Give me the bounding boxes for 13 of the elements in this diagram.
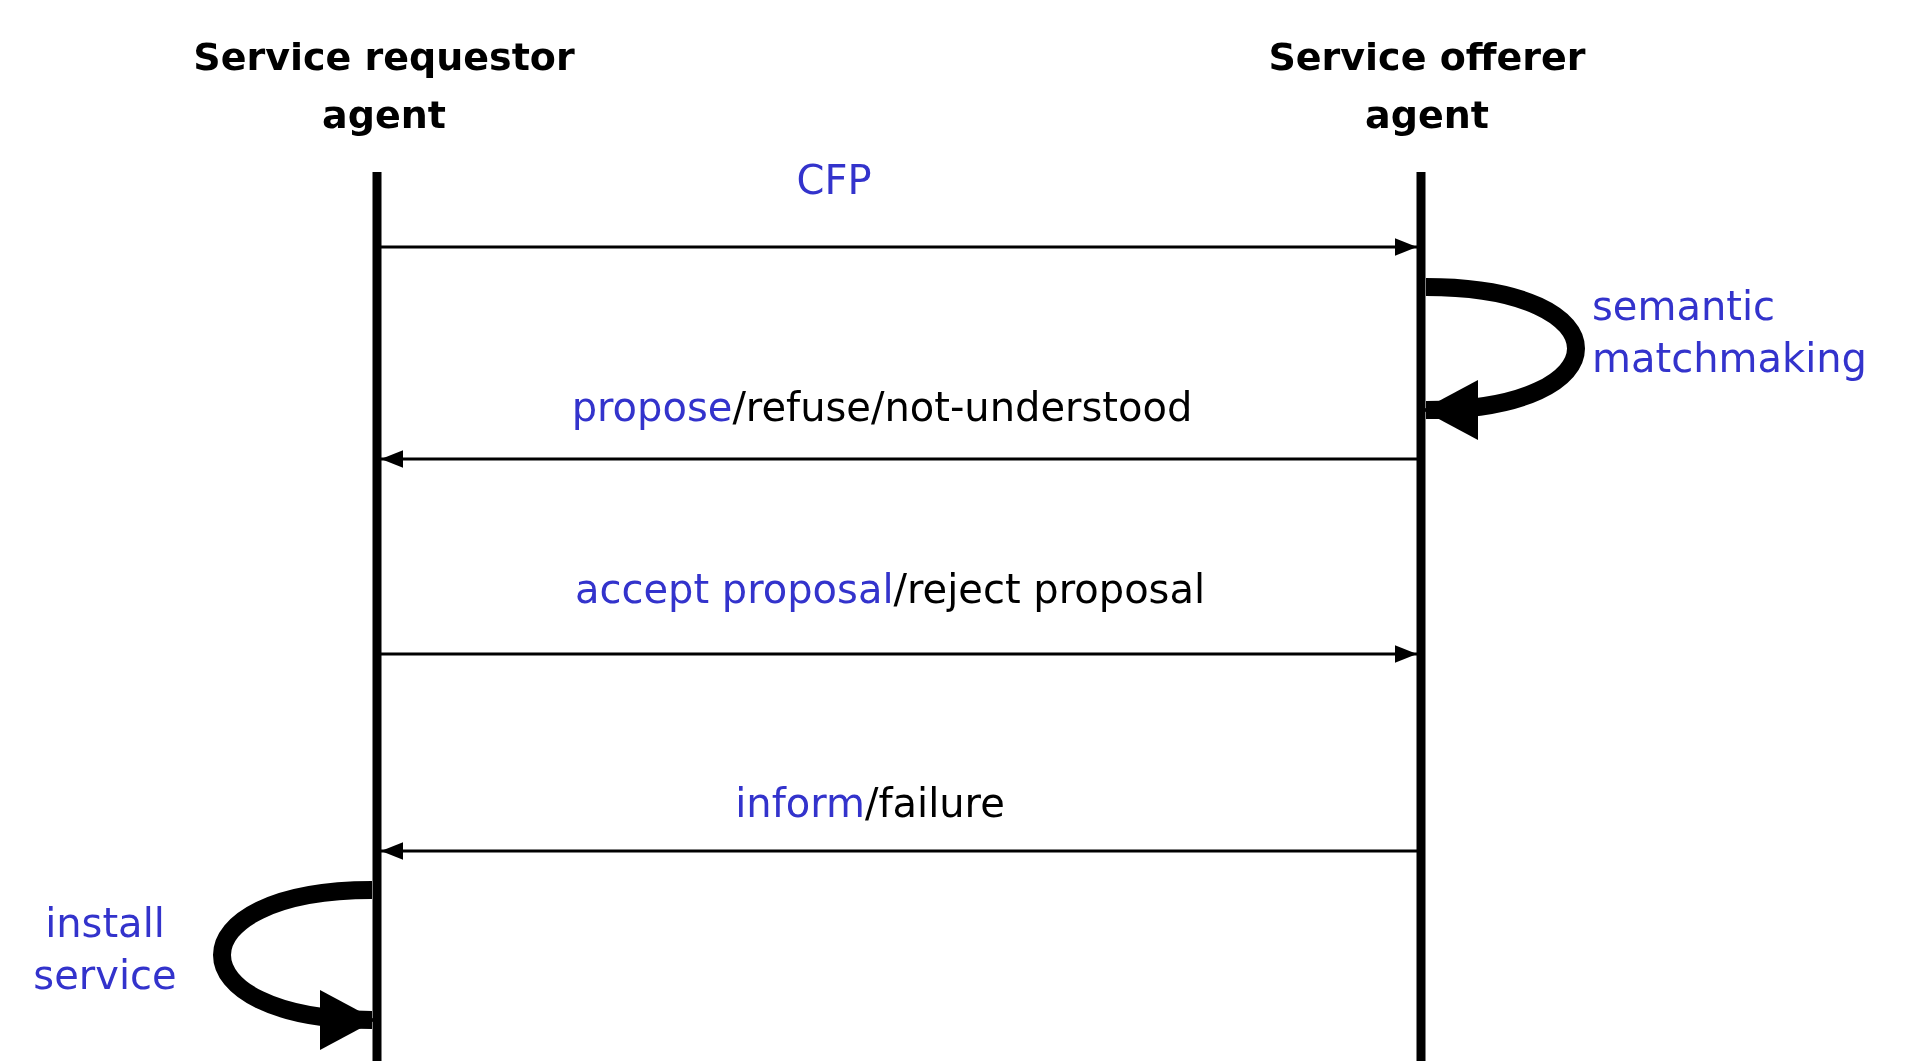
message-arrow [381,645,1417,663]
message-label: semantic matchmaking [1592,282,1868,383]
message-arrow [381,450,1417,468]
message-arrow [381,842,1417,860]
message-label: install service [32,899,178,1000]
message-arrow [381,238,1417,256]
participant-heading: Service offerer agent [1267,34,1587,139]
participant-heading: Service requestor agent [192,34,576,139]
message-label: accept proposal/reject proposal [574,565,1206,614]
self-loop-arrow [213,881,376,1048]
message-label: CFP [796,156,872,205]
message-label: inform/failure [735,779,1005,828]
message-label: propose/refuse/not-understood [571,383,1193,432]
